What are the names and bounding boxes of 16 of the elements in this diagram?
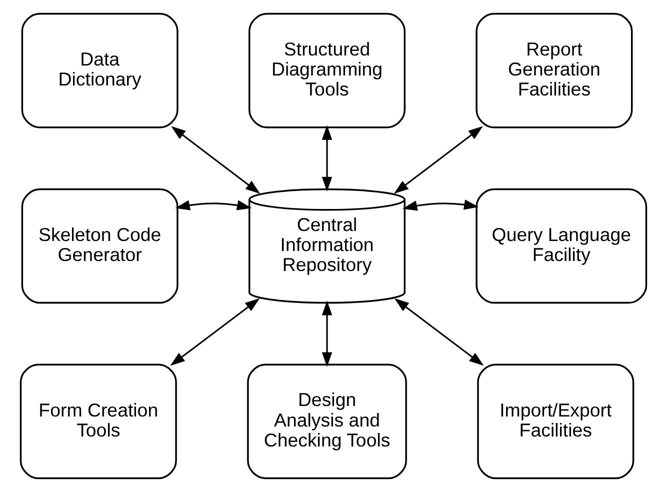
node-box: Query Language Facility [476,188,648,304]
node-box: Structured Diagramming Tools [248,12,406,128]
node-box: Design Analysis and Checking Tools [247,364,407,480]
node-box: Import/Export Facilities [477,364,634,480]
node-box: Skeleton Code Generator [21,188,178,304]
node-box: Report Generation Facilities [476,12,633,128]
arrow [322,125,332,192]
arrow [402,200,479,211]
arrow [394,126,483,194]
arrow [171,126,260,194]
node-box: Form Creation Tools [20,364,177,480]
arrow [322,300,332,367]
arrow [394,298,484,366]
arrow [170,298,260,366]
arrow [175,200,252,210]
node-box: Data Dictionary [21,12,178,128]
